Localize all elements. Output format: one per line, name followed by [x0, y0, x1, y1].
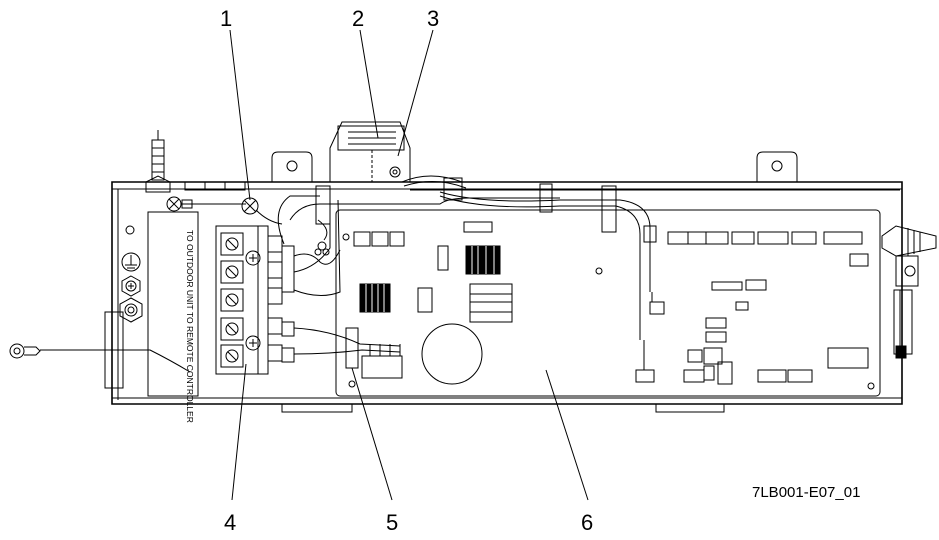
cable-tie-left [146, 130, 170, 192]
figure-id: 7LB001-E07_01 [752, 484, 861, 501]
printed-circuit-board [336, 210, 880, 396]
callout-4: 4 [224, 510, 236, 535]
callout-2: 2 [352, 6, 364, 31]
ring-terminal [10, 344, 40, 358]
callout-1: 1 [220, 6, 232, 31]
callout-3: 3 [427, 6, 439, 31]
remote-terminal-screws [221, 318, 243, 367]
label-remote-controller: TO REMOTE CONTROLLER [185, 312, 195, 423]
ground-terminals [120, 226, 142, 322]
callout-leaders [230, 30, 588, 500]
callout-5: 5 [386, 510, 398, 535]
outdoor-terminal-screws [221, 233, 243, 311]
terminal-block [216, 226, 294, 374]
control-box-housing [112, 152, 902, 412]
cable-clamp [330, 122, 466, 188]
terminal-label-plate: TO OUTDOOR UNIT TO REMOTE CONTROLLER [40, 212, 198, 423]
wiring-harness [278, 178, 900, 382]
right-bracket [882, 226, 936, 358]
callout-6: 6 [581, 510, 593, 535]
earth-screw [167, 197, 282, 224]
label-outdoor-unit: TO OUTDOOR UNIT [185, 230, 195, 310]
